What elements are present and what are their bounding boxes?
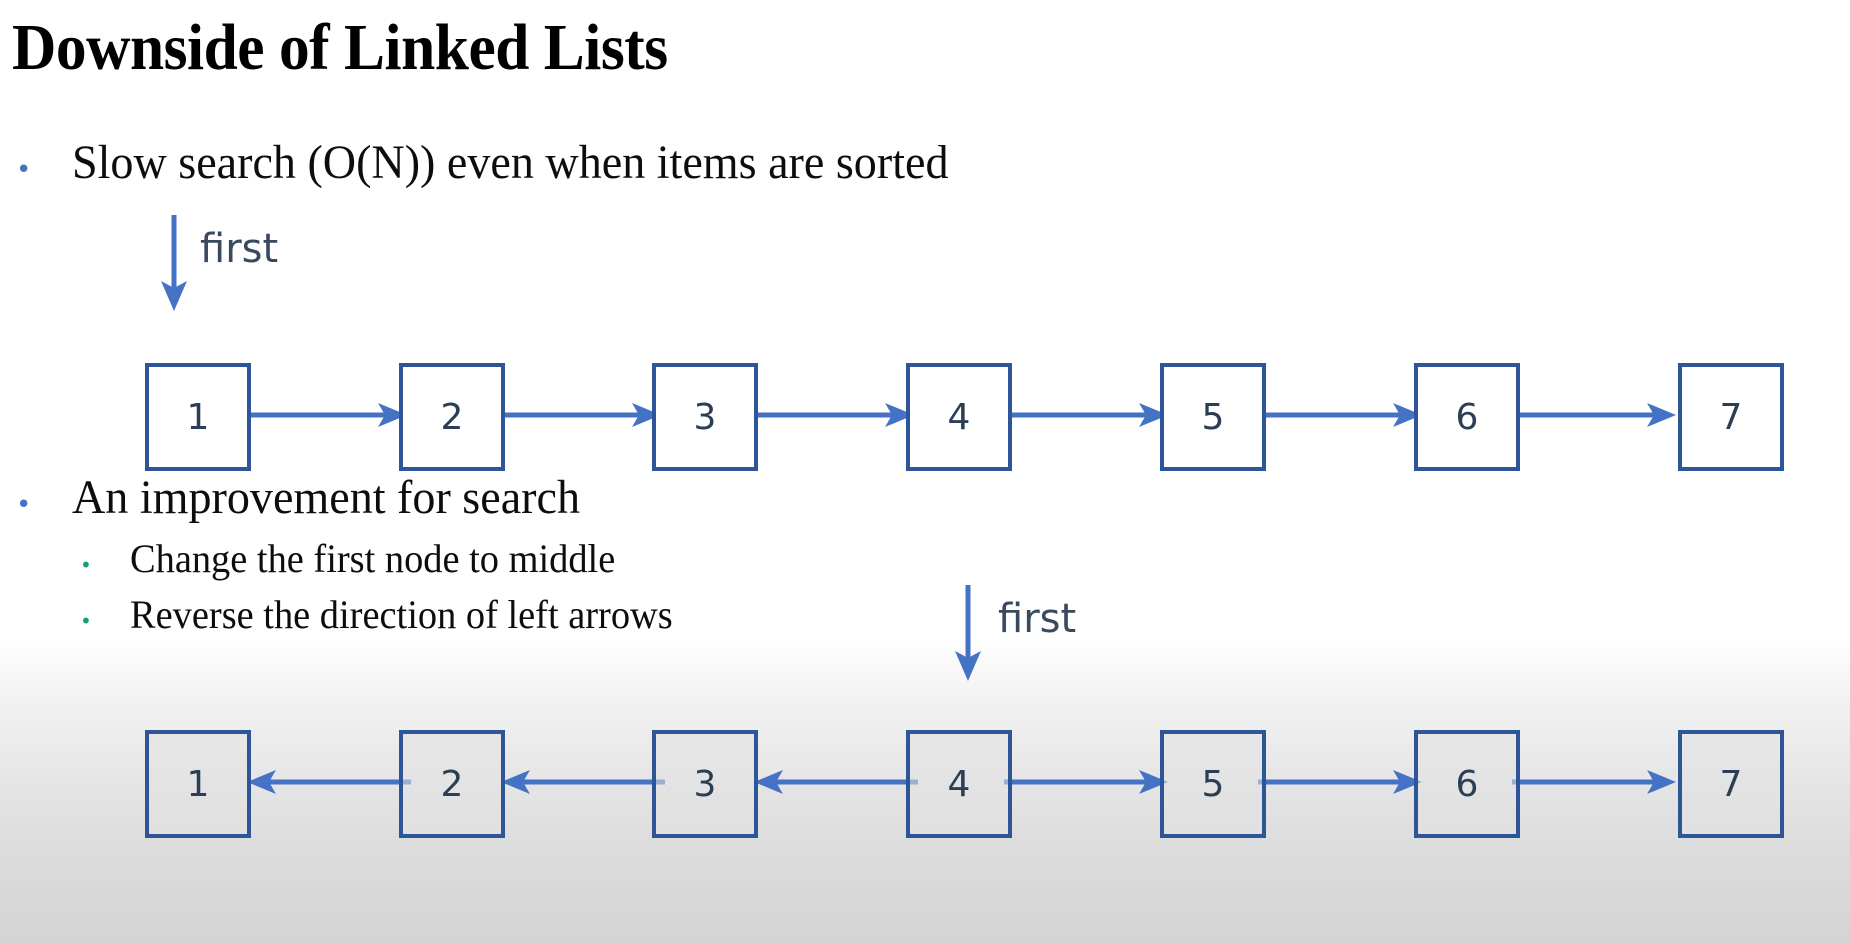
list-node[interactable]: 1 — [145, 363, 251, 471]
node-value: 7 — [1719, 396, 1743, 438]
bullet-item-slow-search: • Slow search (O(N)) even when items are… — [16, 135, 985, 190]
node-value: 3 — [693, 763, 717, 805]
node-value: 2 — [440, 763, 464, 805]
first-pointer-label: first — [200, 226, 279, 272]
link-arrow-1-to-2 — [243, 403, 407, 427]
bullet-dot-icon: • — [16, 490, 32, 520]
bullet-text: An improvement for search — [72, 471, 580, 524]
bullet-dot-icon: • — [16, 155, 32, 185]
first-pointer-arrow-icon — [955, 585, 981, 681]
node-value: 6 — [1455, 396, 1479, 438]
link-arrow-3-to-4 — [750, 403, 914, 427]
link-arrow-5-to-6 — [1258, 770, 1422, 794]
list-node[interactable]: 2 — [399, 363, 505, 471]
list-node[interactable]: 2 — [399, 730, 505, 838]
list-node[interactable]: 3 — [652, 730, 758, 838]
bullet-item-reverse-arrows: • Reverse the direction of left arrows — [80, 591, 695, 638]
link-arrow-2-to-3 — [497, 403, 661, 427]
list-node[interactable]: 6 — [1414, 730, 1520, 838]
first-pointer-arrow-icon — [161, 215, 187, 311]
list-node[interactable]: 1 — [145, 730, 251, 838]
node-value: 7 — [1719, 763, 1743, 805]
first-pointer-label: first — [998, 596, 1077, 642]
link-arrow-4-to-3 — [754, 770, 918, 794]
node-value: 3 — [693, 396, 717, 438]
bullet-text: Reverse the direction of left arrows — [130, 592, 673, 637]
list-node[interactable]: 5 — [1160, 363, 1266, 471]
link-arrow-4-to-5 — [1004, 403, 1168, 427]
node-value: 5 — [1201, 763, 1225, 805]
node-value: 6 — [1455, 763, 1479, 805]
bullet-item-change-first-node: • Change the first node to middle — [80, 535, 635, 582]
list-node[interactable]: 4 — [906, 730, 1012, 838]
list-node[interactable]: 7 — [1678, 363, 1784, 471]
node-value: 5 — [1201, 396, 1225, 438]
list-node[interactable]: 6 — [1414, 363, 1520, 471]
list-node[interactable]: 4 — [906, 363, 1012, 471]
list-node[interactable]: 7 — [1678, 730, 1784, 838]
link-arrow-3-to-2 — [501, 770, 665, 794]
list-node[interactable]: 5 — [1160, 730, 1266, 838]
node-value: 2 — [440, 396, 464, 438]
node-value: 1 — [186, 763, 210, 805]
link-arrow-5-to-6 — [1258, 403, 1422, 427]
link-arrow-4-to-5 — [1004, 770, 1168, 794]
page-title: Downside of Linked Lists — [12, 11, 668, 84]
bullet-text: Change the first node to middle — [130, 536, 616, 581]
bullet-dot-icon: • — [80, 553, 92, 577]
link-arrow-6-to-7 — [1512, 403, 1676, 427]
bullet-item-improvement: • An improvement for search — [16, 470, 601, 525]
node-value: 4 — [947, 396, 971, 438]
node-value: 1 — [186, 396, 210, 438]
node-value: 4 — [947, 763, 971, 805]
bullet-dot-icon: • — [80, 609, 92, 633]
list-node[interactable]: 3 — [652, 363, 758, 471]
bullet-text: Slow search (O(N)) even when items are s… — [72, 136, 949, 189]
link-arrow-6-to-7 — [1512, 770, 1676, 794]
link-arrow-2-to-1 — [247, 770, 411, 794]
